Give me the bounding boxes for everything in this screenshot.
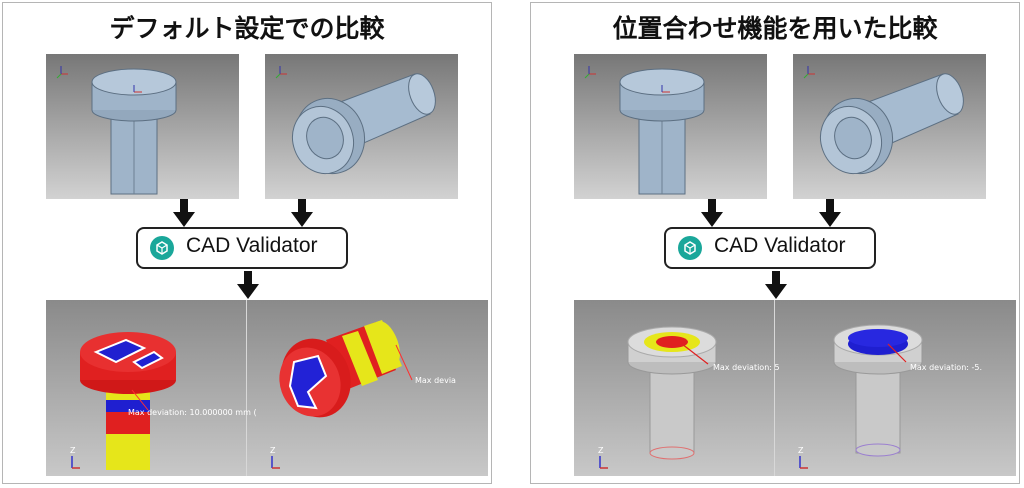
max-deviation-label: Max devia	[415, 376, 456, 385]
comparison-result-view: Max deviation: 5 Max deviation: -5. Z Z	[574, 300, 1016, 476]
max-deviation-label: Max deviation: 10.000000 mm (	[128, 408, 257, 417]
deviation-heatmap	[71, 320, 413, 470]
flange-rotated-model	[275, 66, 436, 175]
default-comparison-panel: デフォルト設定での比較	[2, 2, 492, 484]
down-arrow-icon	[819, 199, 841, 227]
target-model-view	[793, 54, 986, 199]
axis-triad-icon	[56, 66, 68, 79]
panel-title: デフォルト設定での比較	[109, 14, 385, 43]
panel-title: 位置合わせ機能を用いた比較	[612, 14, 938, 43]
axis-triad-icon	[584, 66, 596, 79]
flange-vertical-model	[56, 66, 177, 195]
down-arrow-icon	[291, 199, 313, 227]
down-arrow-icon	[765, 271, 787, 299]
source-model-view	[574, 54, 767, 199]
target-model-view	[265, 54, 458, 199]
down-arrow-icon	[173, 199, 195, 227]
comparison-result-view: Max deviation: 10.000000 mm ( Max devia …	[46, 300, 488, 476]
max-deviation-label: Max deviation: 5	[713, 363, 780, 372]
axis-triad-icon	[71, 456, 280, 469]
flange-vertical-model	[584, 66, 705, 195]
cad-validator-label: CAD Validator	[714, 234, 846, 257]
cad-validator-box: CAD Validator	[136, 227, 348, 269]
axis-triad-icon	[599, 456, 808, 469]
down-arrow-icon	[237, 271, 259, 299]
cad-validator-label: CAD Validator	[186, 234, 318, 257]
alignment-comparison-panel: 位置合わせ機能を用いた比較	[530, 2, 1020, 484]
max-deviation-label: Max deviation: -5.	[910, 363, 983, 372]
axis-triad-icon	[275, 66, 287, 79]
axis-triad-icon	[803, 66, 815, 79]
down-arrow-icon	[701, 199, 723, 227]
flange-rotated-model	[803, 66, 964, 175]
cube-icon	[150, 236, 174, 260]
deviation-heatmap	[599, 324, 923, 469]
cad-validator-box: CAD Validator	[664, 227, 876, 269]
source-model-view	[46, 54, 239, 199]
cube-icon	[678, 236, 702, 260]
